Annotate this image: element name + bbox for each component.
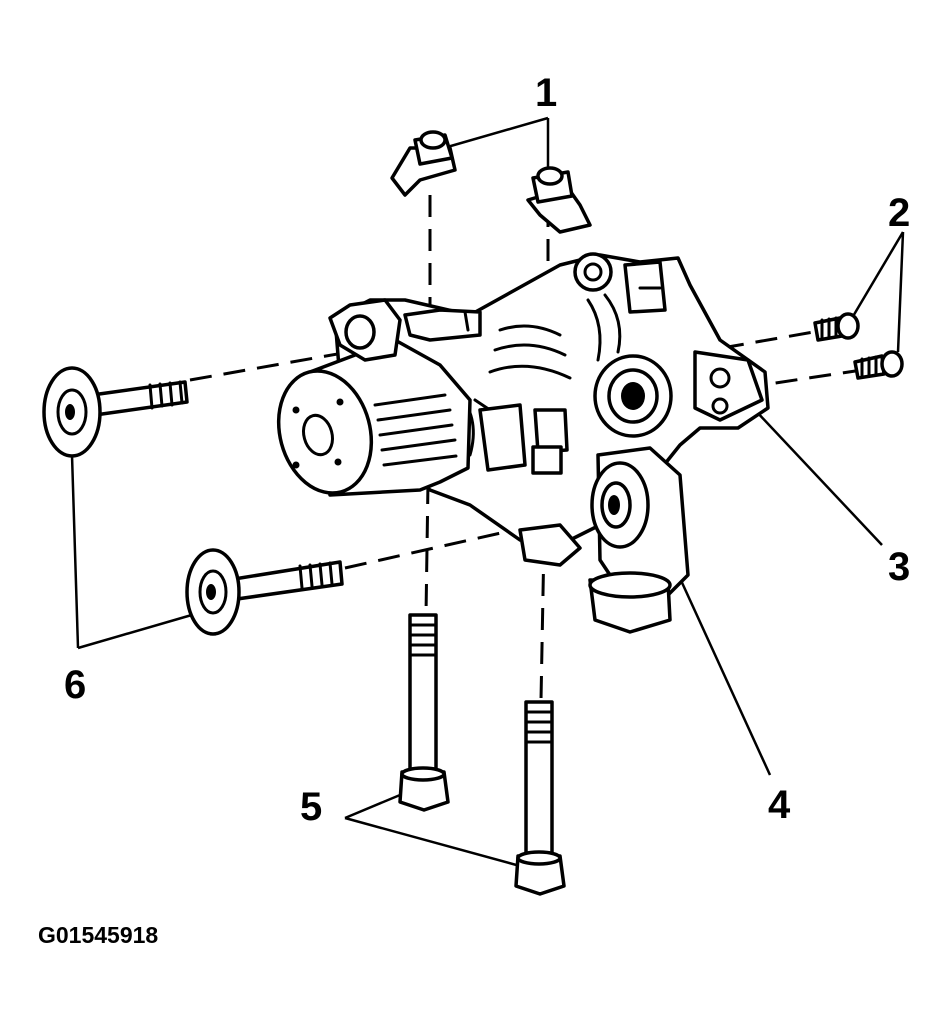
callout-3: 3	[888, 545, 910, 589]
callout-4: 4	[768, 783, 791, 827]
callout-5: 5	[300, 785, 322, 829]
small-bolt-upper	[813, 312, 860, 342]
long-bolt-upper	[42, 366, 189, 458]
figure-id: G01545918	[38, 922, 158, 948]
callout-1: 1	[535, 71, 557, 115]
callout-2: 2	[888, 191, 910, 235]
small-bolt-lower	[853, 350, 904, 380]
clip-nut-right	[526, 166, 592, 234]
filter-canister	[276, 298, 472, 497]
vertical-bolt-right	[514, 700, 566, 896]
clip-nut-left	[390, 130, 457, 197]
pickup-tube	[518, 446, 690, 634]
long-bolt-lower	[185, 548, 344, 636]
callout-6: 6	[64, 663, 86, 707]
leader-lines	[70, 116, 905, 868]
vertical-bolt-left	[398, 613, 450, 812]
